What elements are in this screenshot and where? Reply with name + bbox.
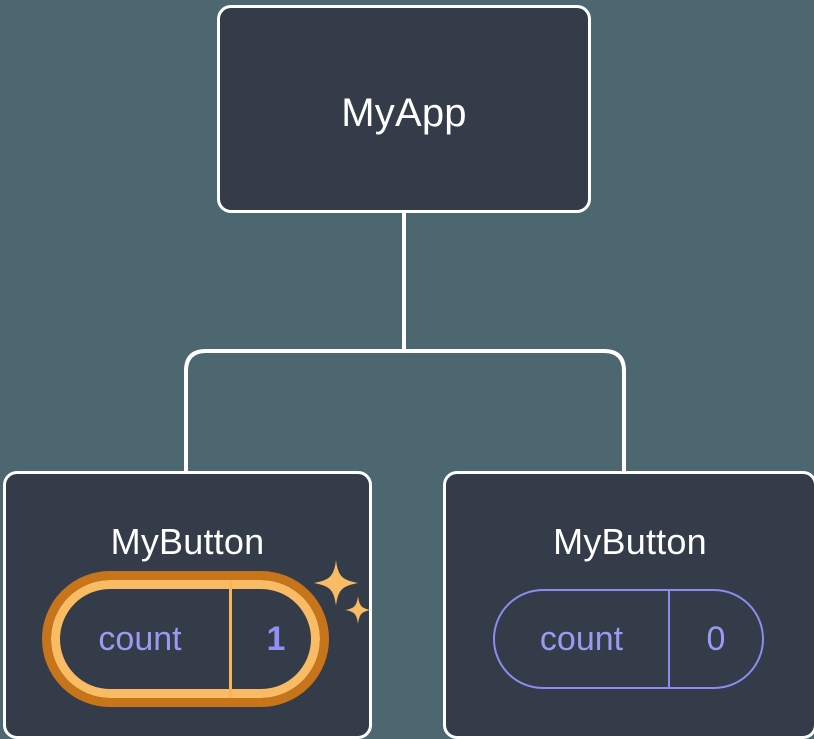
state-pill-count-highlighted[interactable]: count 1 (42, 571, 329, 707)
node-myapp[interactable]: MyApp (217, 5, 591, 213)
node-myapp-label: MyApp (341, 91, 467, 135)
node-mybutton-right-label: MyButton (553, 521, 707, 562)
state-value-label: 0 (706, 619, 726, 658)
edge-branch-bar (184, 349, 626, 472)
node-mybutton-left-label: MyButton (110, 521, 265, 562)
state-pill-divider (229, 580, 232, 698)
state-key-label: count (98, 619, 182, 658)
state-value-label: 1 (266, 619, 286, 658)
state-pill-count-plain[interactable]: count 0 (493, 589, 764, 689)
state-key-label: count (539, 619, 624, 658)
state-pill-divider (668, 591, 670, 687)
